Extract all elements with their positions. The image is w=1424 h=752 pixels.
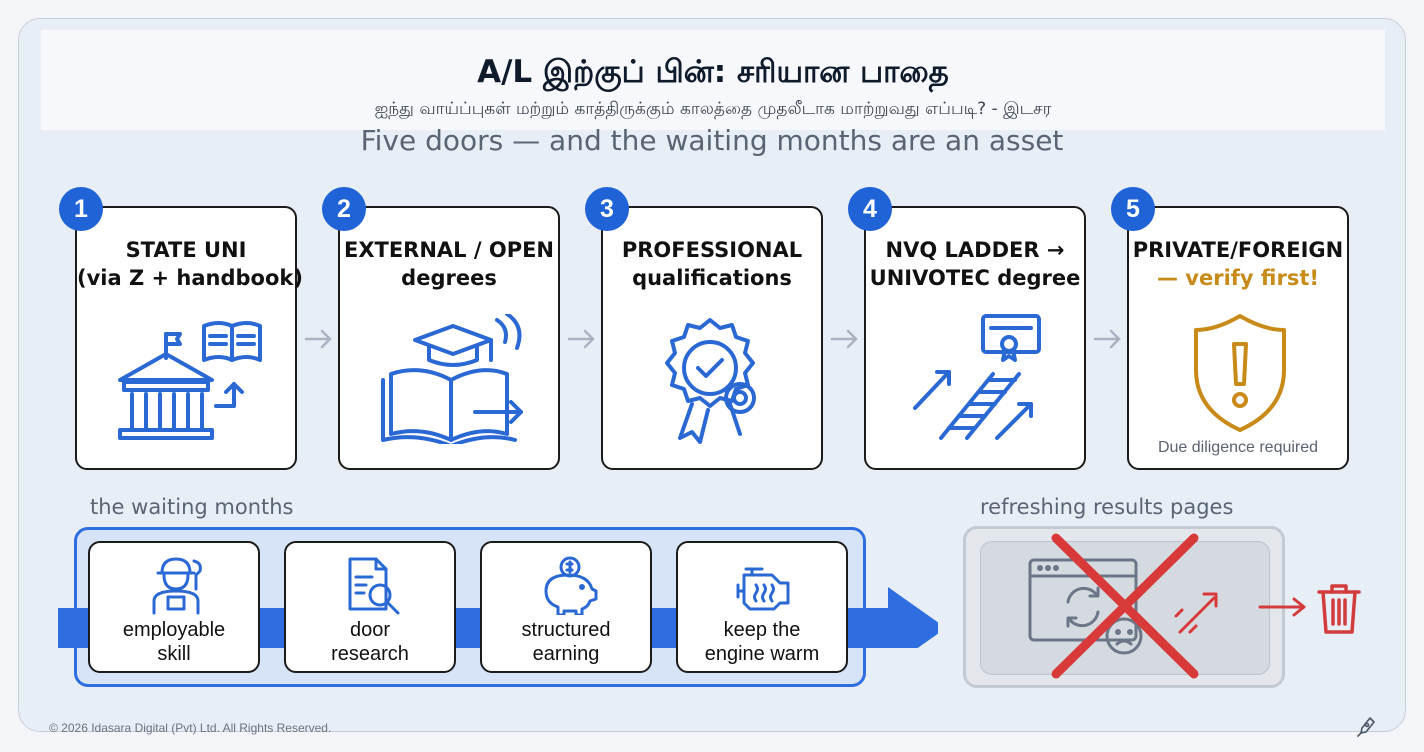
waiting-item-label: employable — [122, 619, 226, 641]
door-number-badge: 2 — [322, 187, 366, 231]
door-title: NVQ LADDER → — [885, 238, 1065, 262]
page-subtitle: ஐந்து வாய்ப்புகள் மற்றும் காத்திருக்கும்… — [374, 99, 1052, 119]
door-subtitle: (via Z + handbook) — [77, 266, 303, 290]
waiting-item-door-research: door research — [284, 541, 456, 673]
engine-icon — [736, 567, 790, 611]
door-card-nvq-ladder: NVQ LADDER → UNIVOTEC degree — [864, 206, 1086, 470]
arrow-right-icon — [830, 329, 858, 349]
refreshing-results-label: refreshing results pages — [980, 495, 1234, 519]
waiting-item-label: engine warm — [704, 643, 820, 665]
tagline: Five doors — and the waiting months are … — [360, 124, 1064, 157]
award-badge-icon — [665, 318, 756, 444]
browser-refresh-crossed-icon — [1028, 533, 1218, 679]
arrow-right-icon — [1093, 329, 1121, 349]
door-card-state-uni: STATE UNI (via Z + handbook) — [75, 206, 303, 470]
door-number-badge: 3 — [585, 187, 629, 231]
worker-icon — [152, 557, 202, 615]
door-title: EXTERNAL / OPEN — [343, 238, 555, 262]
page-title: A/L இற்குப் பின்: சரியான பாதை — [477, 54, 949, 90]
arrow-right-red-icon — [1258, 597, 1306, 617]
waiting-item-label: structured — [521, 619, 611, 641]
waiting-item-label: skill — [157, 643, 191, 665]
waiting-item-label: keep the — [723, 619, 801, 641]
waiting-item-engine-warm: keep the engine warm — [676, 541, 848, 673]
piggy-bank-icon — [544, 556, 598, 615]
graduation-cap-book-icon — [381, 314, 523, 444]
door-warning: — verify first! — [1157, 266, 1319, 290]
waiting-months-label: the waiting months — [90, 495, 294, 519]
waiting-item-label: door — [349, 619, 391, 641]
door-title: PRIVATE/FOREIGN — [1132, 238, 1344, 262]
door-title: STATE UNI — [125, 238, 247, 262]
door-number-badge: 1 — [59, 187, 103, 231]
door-card-external-open: EXTERNAL / OPEN degrees — [338, 206, 560, 470]
arrow-right-icon — [567, 329, 595, 349]
door-number-badge: 4 — [848, 187, 892, 231]
door-number-badge: 5 — [1111, 187, 1155, 231]
warning-shield-icon — [1194, 314, 1286, 432]
waiting-item-employable-skill: employable skill — [88, 541, 260, 673]
door-subtitle: qualifications — [632, 266, 792, 290]
trash-icon — [1317, 584, 1361, 634]
waiting-item-label: research — [331, 643, 409, 665]
door-card-private-foreign: PRIVATE/FOREIGN — verify first! Due dili… — [1127, 206, 1349, 470]
waiting-item-structured-earning: structured earning — [480, 541, 652, 673]
pen-nib-icon — [1357, 717, 1375, 737]
document-search-icon — [348, 557, 400, 615]
door-subtitle: degrees — [401, 266, 497, 290]
copyright-footer: © 2026 Idasara Digital (Pvt) Ltd. All Ri… — [49, 721, 332, 735]
door-subtitle: UNIVOTEC degree — [869, 266, 1081, 290]
header-banner: A/L இற்குப் பின்: சரியான பாதை ஐந்து வாய்… — [41, 30, 1385, 130]
university-building-icon — [118, 321, 262, 440]
due-diligence-note: Due diligence required — [1157, 439, 1319, 456]
arrow-right-icon — [304, 329, 332, 349]
ladder-certificate-icon — [913, 314, 1041, 440]
waiting-item-label: earning — [532, 643, 600, 665]
door-title: PROFESSIONAL — [621, 238, 803, 262]
door-card-professional: PROFESSIONAL qualifications — [601, 206, 823, 470]
